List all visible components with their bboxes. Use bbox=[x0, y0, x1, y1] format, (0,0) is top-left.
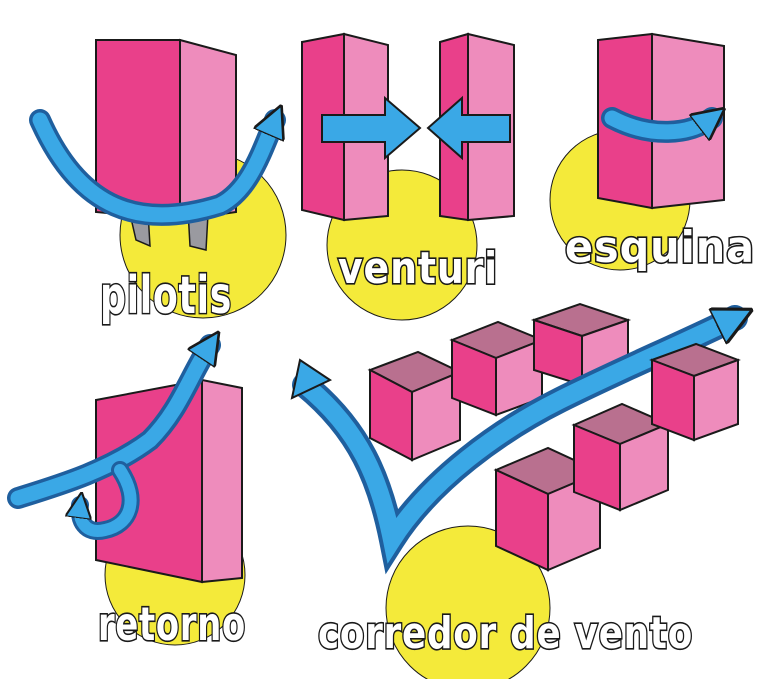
arrow-icon bbox=[80, 461, 140, 540]
arrow-icon bbox=[601, 118, 712, 143]
retorno-panel: retorno bbox=[7, 345, 247, 653]
block-icon bbox=[95, 38, 237, 222]
block-icon bbox=[449, 320, 545, 417]
arrow-icon bbox=[426, 95, 511, 161]
retorno-label: retorno bbox=[98, 597, 246, 651]
arrow-icon bbox=[7, 345, 221, 509]
arrow-icon bbox=[29, 120, 286, 226]
arrow-icon bbox=[290, 305, 735, 575]
esquina-label: esquina bbox=[565, 222, 755, 273]
pilotis-panel: pilotis bbox=[29, 38, 287, 328]
block-icon bbox=[571, 402, 671, 512]
block-icon bbox=[367, 350, 463, 462]
corredor-panel: corredor de vento bbox=[290, 302, 741, 679]
arrow-icon bbox=[321, 95, 422, 161]
esquina-panel: esquina bbox=[549, 32, 756, 275]
venturi-panel: venturi bbox=[301, 32, 515, 321]
corredor-label: corredor de vento bbox=[318, 608, 693, 659]
venturi-label: venturi bbox=[338, 243, 498, 294]
pilotis-label: pilotis bbox=[100, 266, 232, 326]
block-icon bbox=[649, 342, 741, 442]
sun-icon bbox=[385, 525, 551, 679]
